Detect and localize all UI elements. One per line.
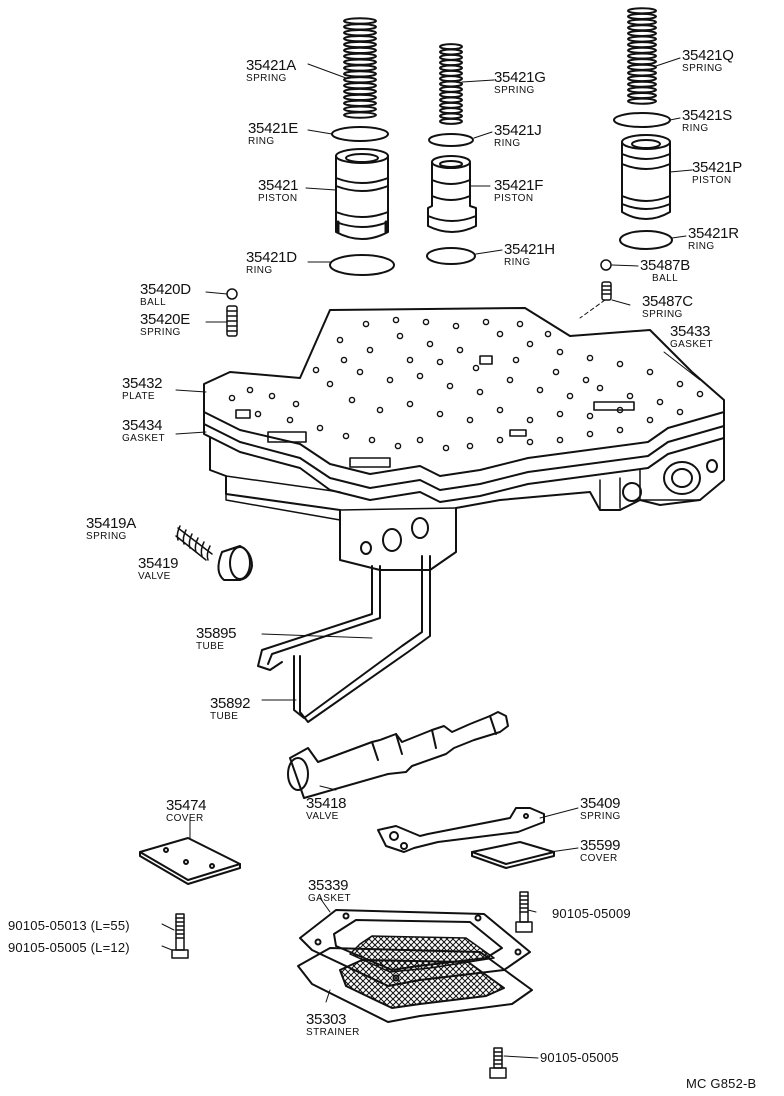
ball-35487B (600, 259, 612, 271)
ring-35421R (619, 230, 673, 250)
piston-35421F (427, 155, 477, 233)
valve-35419 (217, 545, 253, 581)
ring-35421H (426, 247, 476, 265)
label-bolt-90105-05013: 90105-05013 (L=55) (8, 918, 130, 933)
bolt-bottom (489, 1047, 507, 1079)
spring-35420E (226, 305, 238, 337)
spring-35421A (343, 17, 377, 119)
valve-body (203, 307, 725, 571)
spring-35419A (175, 525, 213, 561)
label-bolt-90105-05009: 90105-05009 (552, 906, 631, 921)
leader-35487C (611, 299, 631, 306)
strainer-35303 (297, 935, 533, 1023)
diagram-code: MC G852-B (686, 1076, 757, 1091)
spring-35409 (377, 807, 545, 853)
spring-35421G (439, 43, 463, 125)
ball-35420D (226, 288, 238, 300)
label-bolt-90105-05005: 90105-05005 (540, 1050, 619, 1065)
cover-35474 (139, 837, 241, 885)
dashed-guide (579, 299, 606, 319)
cover-35599 (471, 841, 555, 869)
valve-35418 (287, 711, 509, 799)
spring-35421Q (627, 7, 657, 105)
ring-35421E (331, 126, 389, 142)
leader-35420D (205, 291, 228, 295)
ring-35421D (329, 254, 395, 276)
piston-35421 (335, 148, 389, 240)
piston-35421P (621, 134, 671, 220)
leader-lines (161, 57, 701, 1059)
label-bolt-90105-05005-l12: 90105-05005 (L=12) (8, 940, 130, 955)
tube-35895 (257, 565, 381, 671)
spring-35487C (601, 281, 612, 301)
ring-35421J (428, 133, 474, 147)
ring-35421S (613, 112, 671, 128)
tube-35892 (293, 555, 431, 723)
bolt-left (171, 913, 189, 959)
bolt-right (515, 891, 533, 933)
leader-35487B (611, 264, 639, 267)
